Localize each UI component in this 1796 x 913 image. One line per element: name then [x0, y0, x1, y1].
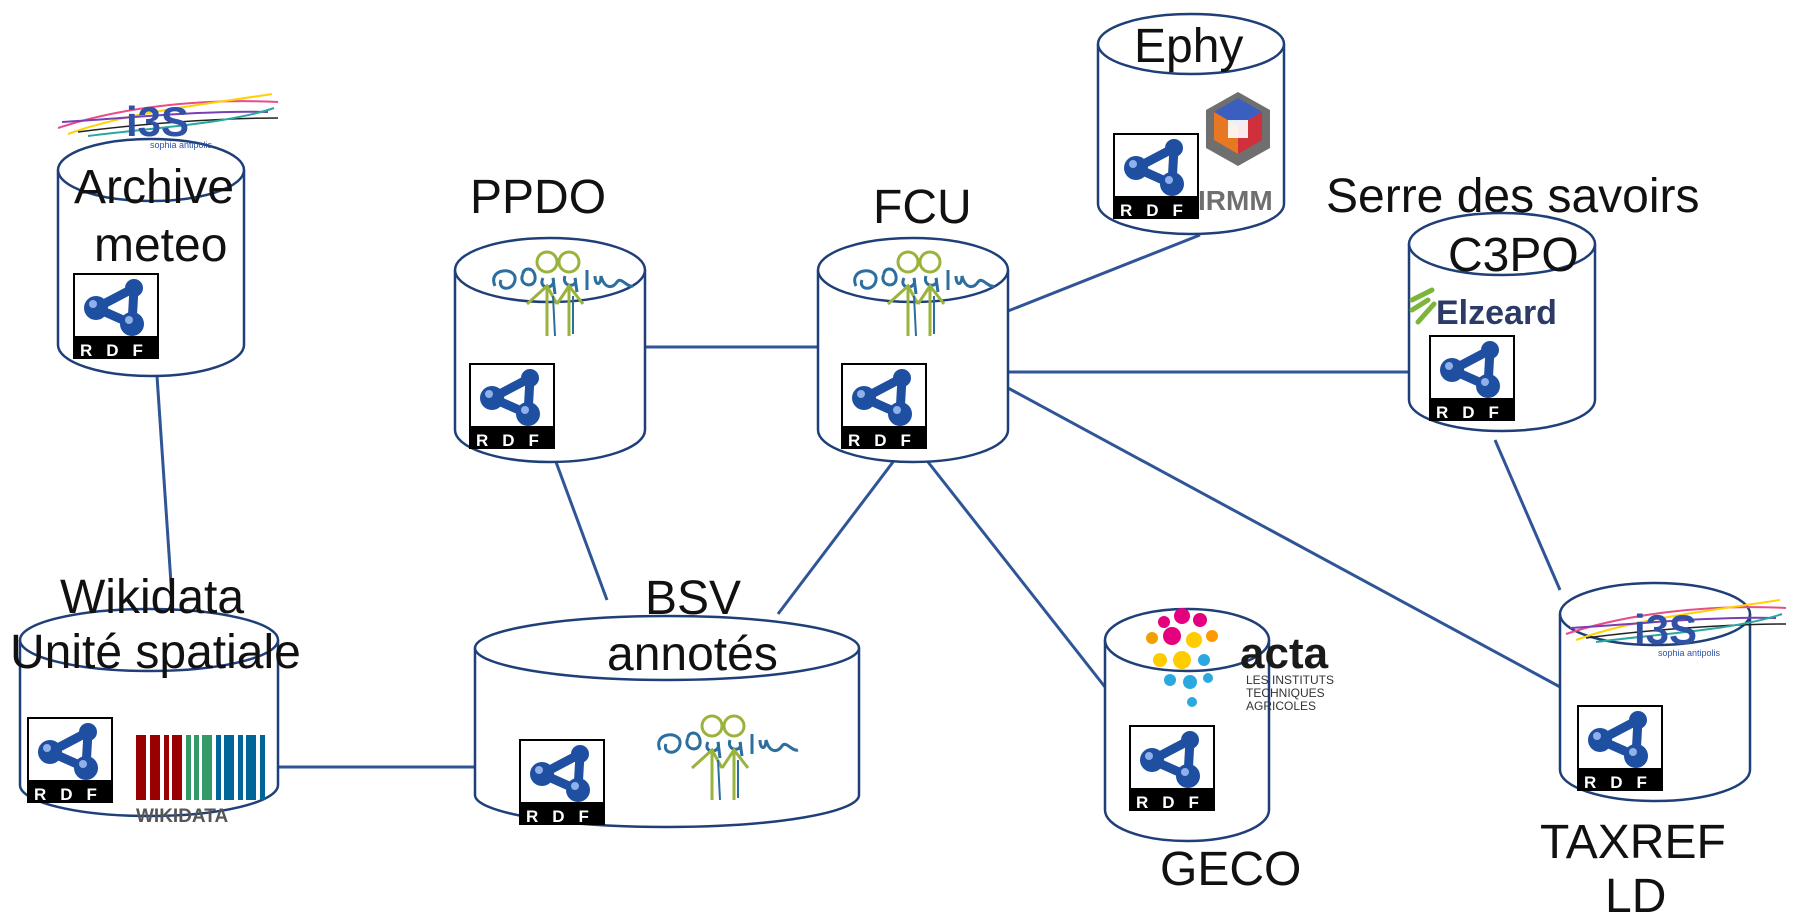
node-c3po[interactable]: Serre des savoirs C3PO Elzeard RDF — [1326, 170, 1699, 433]
taxref-label-2: LD — [1605, 870, 1666, 913]
node-wikidata[interactable]: Wikidata Unité spatiale RDF WIKIDATA — [10, 571, 301, 827]
node-fcu[interactable]: FCU RDF — [816, 181, 1010, 464]
svg-text:IRMM: IRMM — [1198, 185, 1273, 216]
archive-meteo-label: Archive — [74, 161, 234, 214]
rdf-icon-letters: RDF — [1136, 793, 1213, 812]
svg-text:WIKIDATA: WIKIDATA — [136, 806, 228, 827]
i3s-logo-subtitle: sophia antipolis — [1658, 648, 1721, 658]
ephy-label: Ephy — [1134, 20, 1243, 73]
edge-fcu-geco — [926, 461, 1107, 688]
edges — [155, 233, 1563, 769]
acta-logo: acta LES INSTITUTS TECHNIQUES AGRICOLES — [1146, 608, 1334, 713]
rdf-icon-letters: RDF — [1584, 773, 1661, 792]
rdf-icon-letters: RDF — [34, 785, 111, 804]
rdf-icon-letters: RDF — [848, 431, 925, 450]
i3s-logo-text: i3S — [126, 98, 189, 145]
wikidata-label-2: Unité spatiale — [10, 626, 301, 679]
svg-text:Elzeard: Elzeard — [1436, 294, 1557, 332]
bsv-label-2: annotés — [607, 628, 778, 681]
wikidata-logo: WIKIDATA — [136, 735, 265, 827]
svg-text:AGRICOLES: AGRICOLES — [1246, 699, 1316, 713]
c3po-label: C3PO — [1448, 229, 1579, 282]
edge-archive-wikidata — [155, 375, 174, 599]
i3s-logo-text: i3S — [1634, 606, 1697, 653]
bsv-label: BSV — [645, 572, 741, 625]
edge-ppdo-bsv — [554, 461, 609, 601]
i3s-logo-subtitle: sophia antipolis — [150, 140, 213, 150]
node-archive-meteo[interactable]: i3S sophia antipolis Archive meteo RDF — [56, 93, 279, 378]
node-ephy[interactable]: Ephy IRMM RDF — [1096, 12, 1286, 236]
edge-fcu-ephy — [1007, 233, 1201, 313]
edge-fcu-taxref — [1007, 386, 1563, 690]
svg-text:TECHNIQUES: TECHNIQUES — [1246, 686, 1325, 700]
rdf-icon-letters: RDF — [1120, 201, 1197, 220]
edge-c3po-taxref — [1493, 439, 1562, 591]
taxref-label: TAXREF — [1540, 816, 1726, 869]
node-bsv[interactable]: BSV annotés RDF — [473, 572, 861, 827]
ppdo-label: PPDO — [470, 171, 606, 224]
node-ppdo[interactable]: PPDO RDF — [453, 171, 647, 464]
svg-text:LES INSTITUTS: LES INSTITUTS — [1246, 673, 1334, 687]
node-geco[interactable]: acta LES INSTITUTS TECHNIQUES AGRICOLES … — [1103, 607, 1334, 896]
rdf-icon-letters: RDF — [80, 341, 157, 360]
fcu-label: FCU — [873, 181, 972, 234]
geco-label: GECO — [1160, 843, 1301, 896]
archive-meteo-label-2: meteo — [94, 219, 227, 272]
node-taxref[interactable]: i3S sophia antipolis RDF TAXREF LD — [1540, 581, 1787, 913]
edge-fcu-bsv — [776, 461, 895, 615]
rdf-icon-letters: RDF — [476, 431, 553, 450]
wikidata-label: Wikidata — [60, 571, 244, 624]
irmm-logo: IRMM — [1198, 92, 1273, 216]
rdf-icon-letters: RDF — [526, 807, 603, 826]
svg-text:acta: acta — [1240, 629, 1329, 678]
rdf-icon-letters: RDF — [1436, 403, 1513, 422]
elzeard-logo: Elzeard — [1409, 287, 1557, 332]
